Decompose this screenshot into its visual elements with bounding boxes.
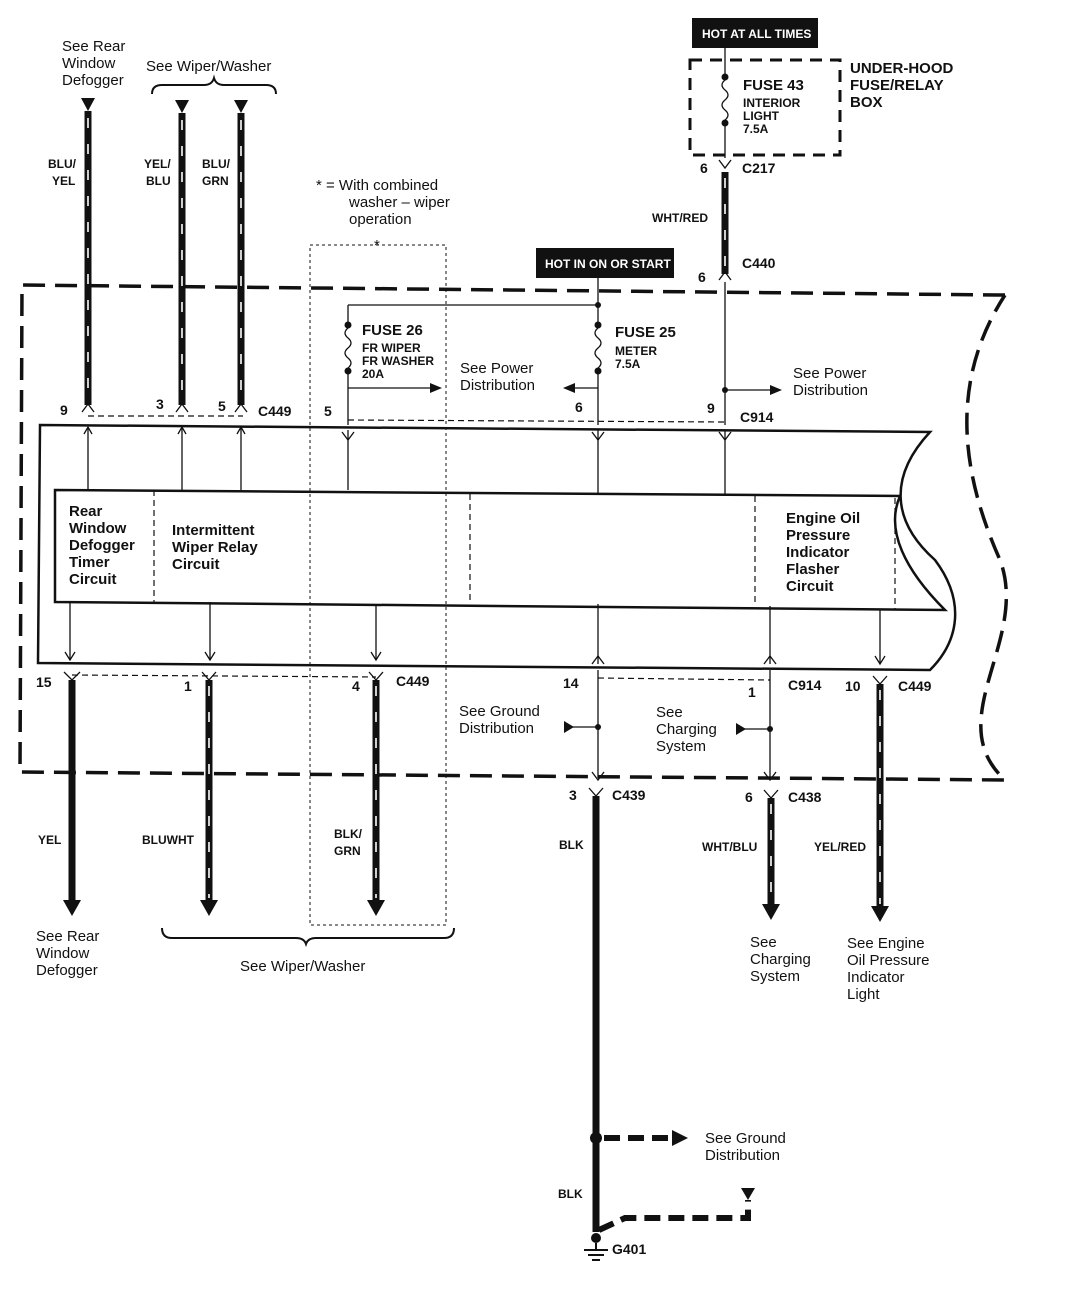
see-rear-window-defogger-top: See Rear Window Defogger	[62, 38, 130, 89]
connector-c438: C438	[788, 789, 822, 805]
pin-label: 1	[184, 678, 192, 694]
under-hood-fuse-box	[688, 58, 842, 157]
connector-c914-bottom: C914	[788, 677, 822, 693]
connector-c217: C217	[742, 160, 776, 176]
fuse-43-name: FUSE 43	[743, 77, 804, 94]
pin-label: 9	[60, 402, 68, 418]
wire-color-blu-grn: BLU/ GRN	[202, 157, 233, 188]
intermittent-wiper-relay-circuit: Intermittent Wiper Relay Circuit	[172, 522, 262, 573]
see-charging-system-mid: See Charging System	[656, 704, 721, 755]
rear-window-defogger-timer-circuit: Rear Window Defogger Timer Circuit	[69, 503, 139, 588]
see-power-distribution-1: See Power Distribution	[460, 360, 538, 394]
wire-color-bluwht: BLUWHT	[142, 833, 195, 847]
ground-symbol-icon	[584, 1243, 608, 1261]
gauge-assembly-boundary	[18, 283, 1010, 782]
fuse-43-desc: INTERIOR LIGHT 7.5A	[743, 96, 804, 136]
pin-label: 5	[324, 403, 332, 419]
pin-label: 15	[36, 674, 52, 690]
pin-label: 3	[569, 787, 577, 803]
asterisk-mark: *	[374, 237, 380, 254]
see-charging-system-bottom: See Charging System	[750, 934, 815, 985]
fuse-25-icon	[594, 327, 602, 369]
see-ground-distribution-low: See Ground Distribution	[705, 1130, 790, 1164]
fuse-25-desc: METER 7.5A	[615, 344, 660, 371]
wire-color-blk-grn: BLK/ GRN	[334, 827, 365, 858]
hot-at-all-times-badge	[692, 18, 818, 48]
fuse-26-name: FUSE 26	[362, 322, 423, 339]
pin-label: 6	[575, 399, 583, 415]
connector-c439: C439	[612, 787, 646, 803]
pin-label: 1	[748, 684, 756, 700]
brace-top	[151, 74, 277, 95]
fuse-box-title: UNDER-HOOD FUSE/RELAY BOX	[850, 60, 958, 111]
module-input-arrows	[83, 425, 732, 496]
combined-operation-box	[309, 244, 447, 926]
fuse-25-name: FUSE 25	[615, 324, 676, 341]
wire-color-wht-blu: WHT/BLU	[702, 840, 757, 854]
svg-text:HOT AT ALL TIMES: HOT AT ALL TIMES	[702, 27, 811, 41]
pin-label: 9	[707, 400, 715, 416]
see-wiper-washer-bottom: See Wiper/Washer	[240, 958, 365, 975]
see-ground-distribution-mid: See Ground Distribution	[459, 703, 544, 737]
pin-label: 5	[218, 398, 226, 414]
pin-label: 10	[845, 678, 861, 694]
connector-c449-bottom-a: C449	[396, 673, 430, 689]
pin-label: 6	[698, 269, 706, 285]
wire-color-yel: YEL	[38, 833, 61, 847]
connector-c449-top: C449	[258, 403, 292, 419]
see-rear-window-defogger-bottom: See Rear Window Defogger	[36, 928, 104, 979]
connector-c449-bottom-b: C449	[898, 678, 932, 694]
combined-operation-footnote: * = With combined washer – wiper operati…	[316, 177, 454, 228]
see-wiper-washer-top: See Wiper/Washer	[146, 58, 271, 75]
wire-color-blk-lower: BLK	[558, 1187, 583, 1201]
connector-c440: C440	[742, 255, 776, 271]
ground-g401: G401	[612, 1241, 646, 1257]
wire-color-wht-red: WHT/RED	[652, 211, 708, 225]
pin-label: 3	[156, 396, 164, 412]
wire-color-blu-yel: BLU/ YEL	[48, 157, 79, 188]
wire-color-blk: BLK	[559, 838, 584, 852]
pin-label: 6	[745, 789, 753, 805]
fuse-26-desc: FR WIPER FR WASHER 20A	[362, 341, 437, 381]
see-power-distribution-2: See Power Distribution	[793, 365, 871, 399]
pin-label: 6	[700, 160, 708, 176]
svg-text:HOT IN ON OR START: HOT IN ON OR START	[545, 257, 671, 271]
fuse-26-icon	[344, 327, 352, 369]
pin-label: 4	[352, 678, 360, 694]
brace-bottom	[161, 927, 455, 948]
pin-label: 14	[563, 675, 579, 691]
see-engine-oil-pressure-indicator-light: See Engine Oil Pressure Indicator Light	[847, 935, 934, 1003]
wire-color-yel-red: YEL/RED	[814, 840, 866, 854]
hot-in-on-start-badge	[536, 248, 674, 278]
connector-c914-top: C914	[740, 409, 774, 425]
circuit-section-box	[53, 488, 949, 612]
control-unit-body	[36, 423, 957, 672]
module-output-arrows	[64, 602, 886, 666]
wire-color-yel-blu: YEL/ BLU	[144, 157, 174, 188]
fuse-43-icon	[721, 79, 729, 121]
engine-oil-pressure-indicator-flasher-circuit: Engine Oil Pressure Indicator Flasher Ci…	[786, 510, 864, 595]
